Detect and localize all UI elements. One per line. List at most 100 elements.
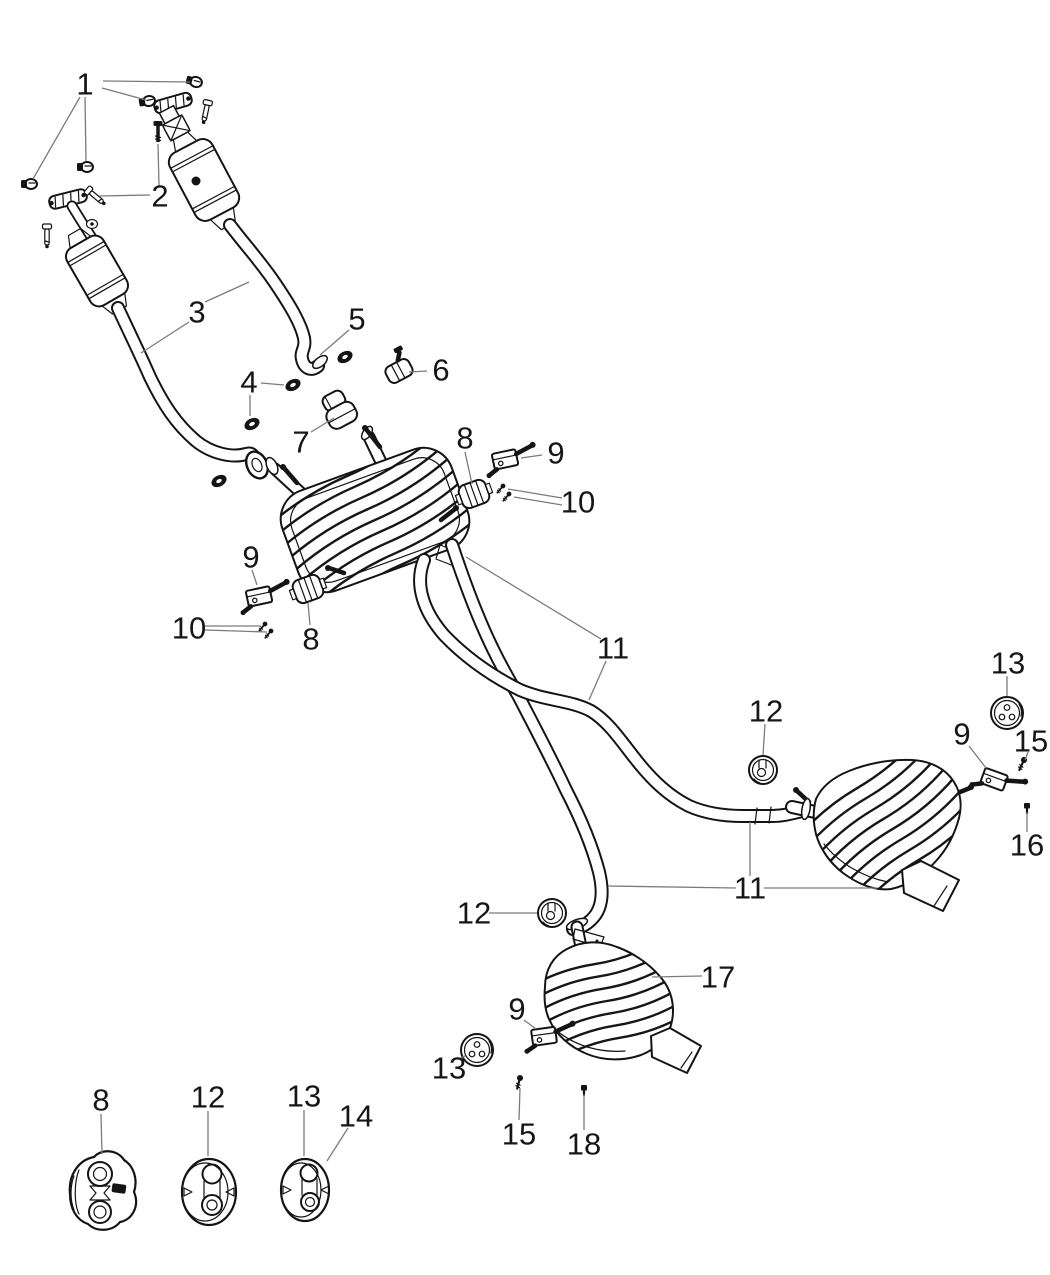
callout-label-6-5: 6 <box>432 352 450 388</box>
flange-nut <box>20 178 38 190</box>
flange-nut <box>76 161 94 173</box>
leader-line-14 <box>326 1127 349 1162</box>
callout-label-13-22: 13 <box>431 1050 467 1086</box>
leader-line-2 <box>157 143 160 187</box>
leader-line-17 <box>651 975 703 978</box>
callout-label-9-11: 9 <box>242 539 260 575</box>
hanger-pin <box>438 506 458 523</box>
leader-line-15 <box>518 1087 521 1121</box>
leader-line-11 <box>607 885 737 889</box>
intermediate-pipe-to-right-muffler <box>413 553 813 825</box>
muffler-rear-center <box>543 917 702 1074</box>
leader-line-15 <box>1024 751 1029 761</box>
leader-line-1 <box>84 96 87 162</box>
callout-label-7-6: 7 <box>292 424 310 460</box>
leader-line-9 <box>523 1019 537 1030</box>
callout-label-4-3: 4 <box>240 364 258 400</box>
tailpipe-tip <box>650 1027 702 1074</box>
leader-line-12 <box>762 723 766 756</box>
callout-label-17-21: 17 <box>700 959 736 995</box>
leader-line-10 <box>204 629 268 633</box>
seal-gasket <box>242 415 262 433</box>
leader-line-8 <box>100 1113 103 1155</box>
catalytic-converter-left <box>46 187 270 480</box>
callout-label-5-4: 5 <box>348 301 366 337</box>
band-clamp <box>377 345 415 385</box>
leader-line-7 <box>310 417 335 433</box>
callout-label-1-0: 1 <box>76 66 94 102</box>
callout-label-10-13: 10 <box>171 610 207 646</box>
leader-line-8 <box>464 451 473 485</box>
leader-line-10 <box>507 488 563 499</box>
callout-label-13-28: 13 <box>286 1078 322 1114</box>
leader-line-11 <box>588 660 607 701</box>
leader-line-4 <box>260 382 285 386</box>
callout-label-12-20: 12 <box>456 895 492 931</box>
callout-label-9-23: 9 <box>508 991 526 1027</box>
screw <box>1022 801 1032 815</box>
callout-label-12-14: 12 <box>748 693 784 729</box>
screw <box>500 489 514 504</box>
corrugation-ribs <box>813 759 961 890</box>
muffler-right <box>785 758 974 912</box>
leader-line-5 <box>319 329 350 356</box>
callout-label-8-12: 8 <box>302 621 320 657</box>
screw <box>262 626 276 641</box>
callout-label-13-15: 13 <box>990 645 1026 681</box>
flange-nut <box>137 94 157 109</box>
inlet-clamp <box>800 797 812 821</box>
callout-label-8-7: 8 <box>456 420 474 456</box>
bolt <box>151 119 165 144</box>
catalytic-converter-right <box>151 90 328 376</box>
rubber-isolator <box>537 898 567 928</box>
callout-label-11-19: 11 <box>733 870 767 906</box>
leader-line-1 <box>32 96 81 180</box>
leader-line-10 <box>513 496 563 506</box>
callout-label-8-26: 8 <box>92 1082 110 1118</box>
seal-gasket <box>335 348 355 366</box>
callout-label-16-18: 16 <box>1009 827 1045 863</box>
leader-line-1 <box>101 87 147 101</box>
hanger-pin <box>326 565 347 576</box>
callout-label-9-16: 9 <box>953 716 971 752</box>
isolator-8-detail <box>68 1150 138 1231</box>
intermediate-pipe-to-center-muffler <box>445 538 609 936</box>
flange-donut <box>244 450 270 480</box>
pipe-end-flare <box>312 354 328 370</box>
callout-label-9-8: 9 <box>547 435 565 471</box>
leader-line-11 <box>465 556 602 640</box>
callout-label-11-10: 11 <box>596 630 630 666</box>
leader-lines <box>32 80 1029 1162</box>
screw <box>579 1083 589 1097</box>
leader-line-8 <box>307 602 311 626</box>
leader-line-2 <box>98 194 151 197</box>
leader-line-13 <box>458 1055 466 1060</box>
isolator-13-detail <box>279 1157 331 1223</box>
leader-line-3 <box>140 321 190 354</box>
hanger-bracket <box>236 578 295 615</box>
oxygen-sensor-boss <box>191 176 201 186</box>
hanger-pin <box>363 426 383 450</box>
callout-label-3-2: 3 <box>188 294 206 330</box>
callout-label-15-17: 15 <box>1013 723 1049 759</box>
callout-label-14-29: 14 <box>338 1098 374 1134</box>
leader-line-9 <box>251 569 258 586</box>
leader-line-6 <box>408 370 428 373</box>
leader-line-9 <box>520 454 543 459</box>
callout-label-12-27: 12 <box>190 1079 226 1115</box>
bolt <box>41 223 53 249</box>
corrugation-ribs <box>544 942 673 1060</box>
tailpipe-tip <box>901 860 960 912</box>
isolator-12-detail <box>180 1157 238 1227</box>
corrugation-ribs <box>272 439 478 601</box>
callout-label-10-9: 10 <box>560 484 596 520</box>
seal-gasket <box>283 376 303 394</box>
callout-label-2-1: 2 <box>151 178 169 214</box>
screw <box>513 1073 525 1091</box>
rubber-isolator <box>748 755 778 785</box>
screw <box>494 481 508 496</box>
leader-line-3 <box>204 281 250 303</box>
bolt <box>198 98 214 126</box>
